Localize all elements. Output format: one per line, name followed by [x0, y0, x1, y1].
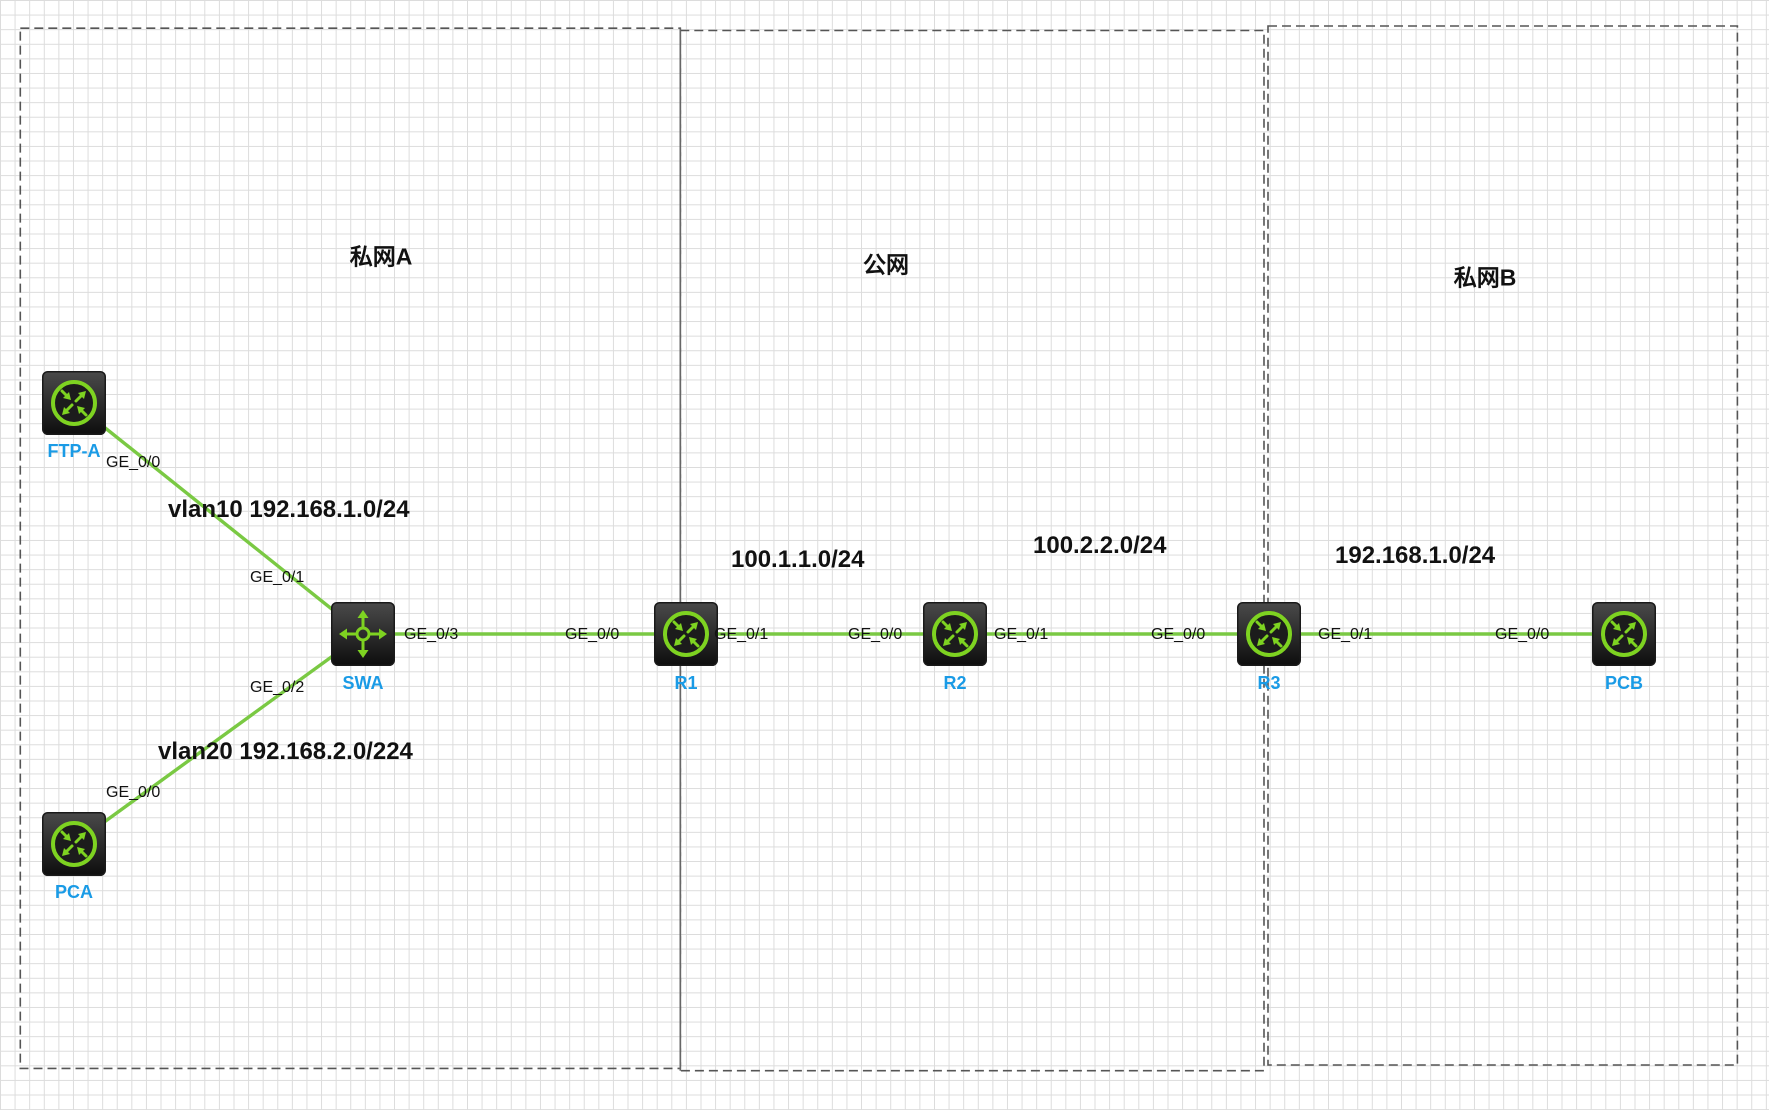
router-icon: [1592, 602, 1656, 666]
device-r3[interactable]: [1237, 602, 1301, 666]
device-pcb[interactable]: [1592, 602, 1656, 666]
port-label-swa-ge-0-1: GE_0/1: [250, 569, 305, 586]
port-label-r2-ge-0-0: GE_0/0: [848, 626, 903, 643]
device-label-swa: SWA: [342, 673, 384, 693]
zone-box-private-a: [19, 27, 682, 1070]
device-r2[interactable]: [923, 602, 987, 666]
zone-box-private-b: [1267, 25, 1739, 1066]
device-pca[interactable]: [42, 812, 106, 876]
port-label-ftp-a-ge-0-0: GE_0/0: [106, 454, 161, 471]
device-swa[interactable]: [331, 602, 395, 666]
switch-icon: [331, 602, 395, 666]
device-label-pcb: PCB: [1604, 673, 1644, 693]
port-label-r1-ge-0-1: GE_0/1: [714, 626, 769, 643]
device-label-r2: R2: [943, 673, 967, 693]
port-label-pcb-ge-0-0: GE_0/0: [1495, 626, 1550, 643]
router-icon: [1237, 602, 1301, 666]
port-label-r3-ge-0-0: GE_0/0: [1151, 626, 1206, 643]
port-label-r2-ge-0-1: GE_0/1: [994, 626, 1049, 643]
network-label-vlan20: vlan20 192.168.2.0/224: [158, 738, 413, 765]
network-label-r1-r2: 100.1.1.0/24: [731, 546, 865, 573]
port-label-r1-ge-0-0: GE_0/0: [565, 626, 620, 643]
router-icon: [654, 602, 718, 666]
port-label-pca-ge-0-0: GE_0/0: [106, 784, 161, 801]
port-label-swa-ge-0-2: GE_0/2: [250, 679, 305, 696]
network-label-vlan10: vlan10 192.168.1.0/24: [168, 496, 410, 523]
device-ftp-a[interactable]: [42, 371, 106, 435]
device-label-ftp-a: FTP-A: [47, 441, 101, 461]
zone-label-private-b: 私网B: [1453, 264, 1517, 291]
link-pca-swa[interactable]: [72, 632, 365, 846]
zone-label-private-a: 私网A: [349, 243, 413, 270]
device-label-pca: PCA: [54, 882, 94, 902]
device-label-r3: R3: [1257, 673, 1281, 693]
link-ftp-a-swa[interactable]: [72, 401, 365, 636]
network-label-r2-r3: 100.2.2.0/24: [1033, 532, 1167, 559]
zone-label-public: 公网: [863, 251, 909, 278]
port-label-swa-ge-0-3: GE_0/3: [404, 626, 459, 643]
network-label-r3-pcb: 192.168.1.0/24: [1335, 542, 1496, 569]
router-icon: [42, 812, 106, 876]
device-label-r1: R1: [674, 673, 698, 693]
port-label-r3-ge-0-1: GE_0/1: [1318, 626, 1373, 643]
router-icon: [42, 371, 106, 435]
device-r1[interactable]: [654, 602, 718, 666]
router-icon: [923, 602, 987, 666]
